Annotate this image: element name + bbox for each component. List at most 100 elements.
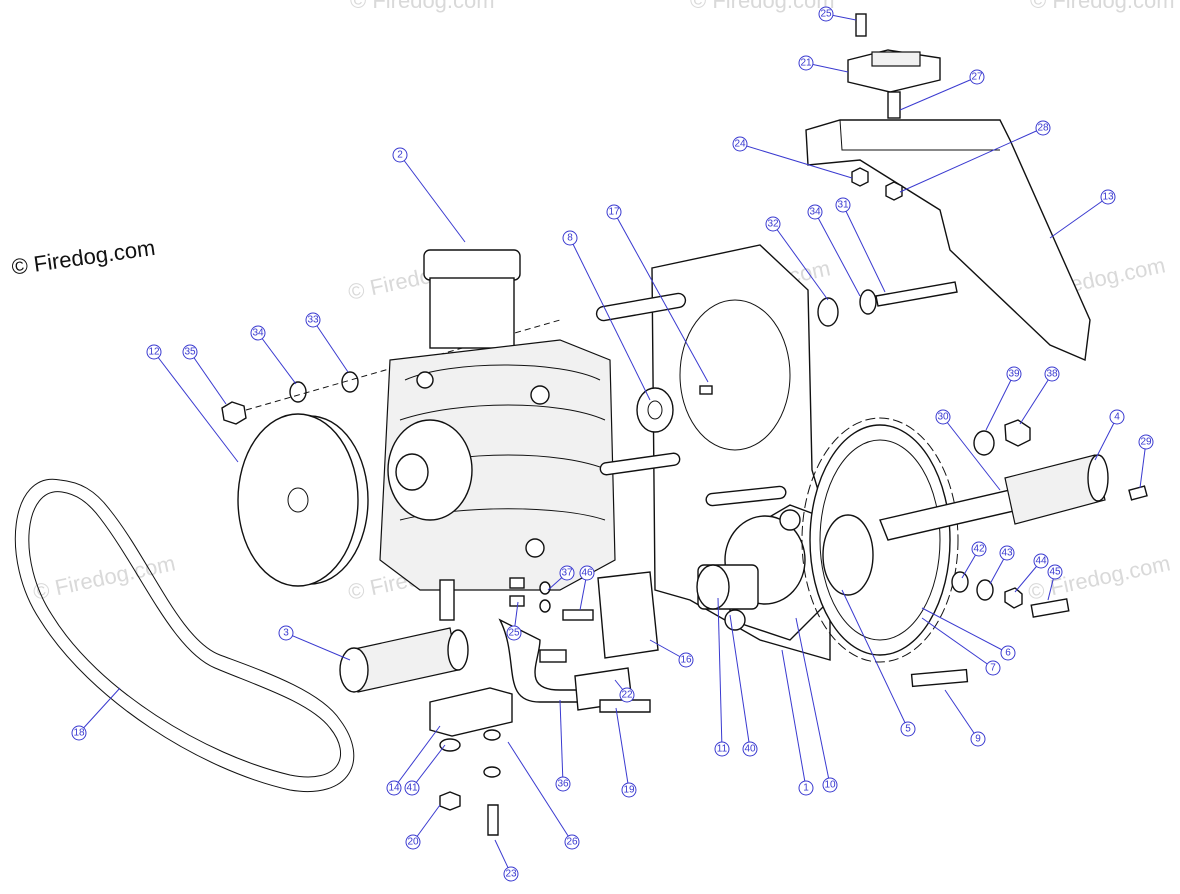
key-bar <box>910 668 969 688</box>
callout-circle <box>1138 434 1154 450</box>
callout-number: 30 <box>937 412 949 423</box>
drive-shaft <box>879 454 1148 541</box>
small-sprocket <box>636 385 713 433</box>
callout-number: 22 <box>621 690 633 701</box>
callout-circle <box>562 230 578 246</box>
callout-leader <box>412 804 441 843</box>
callout-leader <box>795 617 831 786</box>
callout-circle <box>503 866 519 882</box>
roller <box>339 627 469 693</box>
callout-30: 30 <box>935 409 951 425</box>
callout-number: 28 <box>1037 123 1049 134</box>
pump-assembly <box>379 249 616 621</box>
callout-3: 3 <box>278 625 294 641</box>
callout-number: 29 <box>1140 437 1152 448</box>
callout-number: 37 <box>561 568 573 579</box>
callout-23: 23 <box>503 866 519 882</box>
callout-number: 21 <box>800 58 812 69</box>
callout-leader <box>942 416 1001 491</box>
callout-number: 17 <box>608 207 620 218</box>
callout-circle <box>1006 366 1022 382</box>
callout-leader <box>1049 196 1109 239</box>
callout-leader <box>899 76 978 111</box>
callout-leader <box>921 607 1009 654</box>
callout-circle <box>999 545 1015 561</box>
callout-17: 17 <box>606 204 622 220</box>
callout-38: 38 <box>1044 366 1060 382</box>
callout-leader <box>393 725 441 789</box>
callout-leader <box>841 589 909 730</box>
callout-number: 8 <box>567 233 573 244</box>
callout-circle <box>1035 120 1051 136</box>
v-belt <box>14 478 355 792</box>
callout-leader <box>613 211 709 383</box>
callout-leader <box>411 744 446 789</box>
large-sprocket-and-chain <box>801 417 959 663</box>
callout-circle <box>1047 564 1063 580</box>
callout-33: 33 <box>305 312 321 328</box>
callout-number: 26 <box>566 837 578 848</box>
callout-25: 25 <box>818 6 834 22</box>
callout-32: 32 <box>765 216 781 232</box>
callout-5: 5 <box>900 721 916 737</box>
callout-circle <box>765 216 781 232</box>
callout-number: 14 <box>388 783 400 794</box>
callout-circle <box>822 777 838 793</box>
callout-number: 25 <box>508 628 520 639</box>
pulley <box>237 413 369 587</box>
callout-20: 20 <box>405 834 421 850</box>
callout-number: 38 <box>1046 369 1058 380</box>
watermark-text: © Firedog.com <box>1030 0 1175 13</box>
callout-leader <box>944 689 979 740</box>
callout-circle <box>1109 409 1125 425</box>
callout-leader <box>1139 441 1147 489</box>
callout-number: 45 <box>1049 567 1061 578</box>
callout-circle <box>146 344 162 360</box>
callout-leader <box>717 597 723 750</box>
callout-leader <box>615 707 630 791</box>
callout-number: 25 <box>820 9 832 20</box>
callout-circle <box>555 776 571 792</box>
callout-leader <box>814 211 861 297</box>
callout-circle <box>386 780 402 796</box>
callout-number: 46 <box>581 568 593 579</box>
callout-leader <box>1019 373 1053 425</box>
callout-leader <box>985 373 1015 431</box>
callout-29: 29 <box>1138 434 1154 450</box>
callout-34: 34 <box>250 325 266 341</box>
callout-number: 24 <box>734 139 746 150</box>
callout-circle <box>182 344 198 360</box>
callout-number: 16 <box>680 655 692 666</box>
callout-number: 44 <box>1035 556 1047 567</box>
callout-number: 2 <box>397 150 403 161</box>
callout-number: 18 <box>73 728 85 739</box>
callout-leader <box>842 204 886 293</box>
callout-44: 44 <box>1033 553 1049 569</box>
callout-25: 25 <box>506 625 522 641</box>
callout-leader <box>285 632 351 661</box>
callout-circle <box>1033 553 1049 569</box>
callout-35: 35 <box>182 344 198 360</box>
callout-circle <box>798 780 814 796</box>
callout-number: 4 <box>1114 412 1120 423</box>
callout-6: 6 <box>1000 645 1016 661</box>
callout-leader <box>739 143 853 179</box>
callout-9: 9 <box>970 731 986 747</box>
callout-circle <box>807 204 823 220</box>
callout-leader <box>921 617 994 669</box>
watermark-text: © Firedog.com <box>350 0 495 13</box>
callout-number: 23 <box>505 869 517 880</box>
callout-number: 11 <box>717 744 728 755</box>
callout-leader <box>569 237 651 401</box>
callout-circle <box>621 782 637 798</box>
callout-number: 5 <box>905 724 911 735</box>
callout-12: 12 <box>146 344 162 360</box>
callout-number: 43 <box>1001 548 1013 559</box>
callout-number: 36 <box>557 779 569 790</box>
callout-43: 43 <box>999 545 1015 561</box>
callout-circle <box>900 721 916 737</box>
callout-27: 27 <box>969 69 985 85</box>
callout-number: 41 <box>406 783 418 794</box>
callout-13: 13 <box>1100 189 1116 205</box>
callout-circle <box>405 834 421 850</box>
